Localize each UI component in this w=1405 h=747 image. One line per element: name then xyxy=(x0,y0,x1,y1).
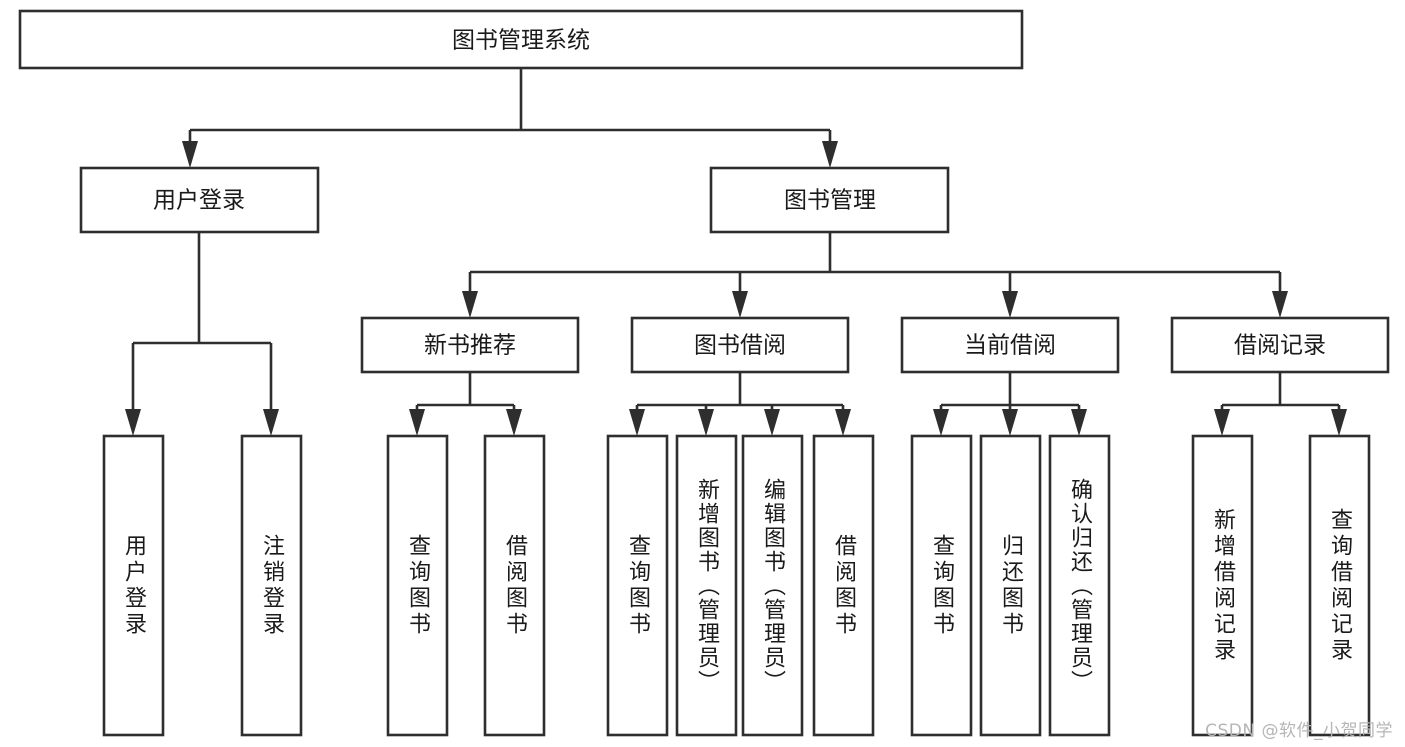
node-borrow-record-box[interactable] xyxy=(1170,316,1390,374)
node-leaf-query-book-current[interactable]: 查询图书 xyxy=(910,434,973,737)
node-leaf-add-borrow-record[interactable]: 新增借阅记录 xyxy=(1191,434,1254,737)
node-book-management[interactable]: 图书管理 xyxy=(709,166,950,234)
node-leaf-query-borrow-record-label: 查询借阅记录 xyxy=(1327,508,1353,664)
node-new-book-recommend[interactable]: 新书推荐 xyxy=(360,316,580,374)
arrowhead-borrow-record xyxy=(1272,291,1288,318)
node-leaf-add-book-admin[interactable]: 新增图书（管理员） xyxy=(675,434,738,737)
node-leaf-return-book-box[interactable] xyxy=(979,434,1042,737)
node-leaf-edit-book-admin-label: 编辑图书（管理员） xyxy=(760,478,786,694)
node-leaf-add-book-admin-label: 新增图书（管理员） xyxy=(694,478,720,694)
node-leaf-return-book-label: 归还图书 xyxy=(998,534,1024,638)
node-leaf-user-logout-box[interactable] xyxy=(240,434,303,737)
arrowhead-leaf-query-book-current xyxy=(933,409,949,436)
node-book-management-label: 图书管理 xyxy=(784,188,876,214)
node-leaf-add-book-admin-box[interactable] xyxy=(675,434,738,737)
csdn-watermark: CSDN @软件_小贺同学 xyxy=(1205,721,1393,741)
node-book-borrow-label: 图书借阅 xyxy=(694,333,786,359)
node-current-borrow-label: 当前借阅 xyxy=(964,333,1056,359)
arrowhead-leaf-return-book xyxy=(1002,409,1018,436)
node-root-label: 图书管理系统 xyxy=(452,28,590,54)
node-current-borrow-box[interactable] xyxy=(900,316,1120,374)
node-leaf-user-logout[interactable]: 注销登录 xyxy=(240,434,303,737)
arrowhead-leaf-edit-book-admin xyxy=(764,409,780,436)
node-new-book-recommend-label: 新书推荐 xyxy=(424,333,516,359)
node-leaf-query-book-borrow-box[interactable] xyxy=(606,434,669,737)
arrowhead-book-borrow xyxy=(732,291,748,318)
node-leaf-user-login-box[interactable] xyxy=(102,434,165,737)
arrowhead-leaf-borrow-book xyxy=(835,409,851,436)
node-leaf-borrow-book-label: 借阅图书 xyxy=(831,534,857,638)
node-leaf-user-login-label: 用户登录 xyxy=(121,534,147,638)
node-book-management-box[interactable] xyxy=(709,166,950,234)
node-leaf-query-book-borrow[interactable]: 查询图书 xyxy=(606,434,669,737)
node-leaf-add-borrow-record-label: 新增借阅记录 xyxy=(1210,508,1236,664)
node-borrow-record-label: 借阅记录 xyxy=(1234,333,1326,359)
node-leaf-query-book-rec[interactable]: 查询图书 xyxy=(386,434,449,737)
arrowhead-leaf-query-book-borrow xyxy=(629,409,645,436)
node-book-borrow[interactable]: 图书借阅 xyxy=(630,316,850,374)
node-new-book-recommend-box[interactable] xyxy=(360,316,580,374)
node-leaf-query-book-current-box[interactable] xyxy=(910,434,973,737)
node-leaf-add-borrow-record-box[interactable] xyxy=(1191,434,1254,737)
node-leaf-confirm-return-admin-label: 确认归还（管理员） xyxy=(1067,478,1093,694)
node-leaf-edit-book-admin-box[interactable] xyxy=(741,434,804,737)
arrowhead-new-book-recommend xyxy=(462,291,478,318)
node-leaf-borrow-book-rec-box[interactable] xyxy=(483,434,546,737)
node-user-login[interactable]: 用户登录 xyxy=(79,166,320,234)
node-user-login-label: 用户登录 xyxy=(153,188,245,214)
node-leaf-query-book-rec-box[interactable] xyxy=(386,434,449,737)
node-leaf-edit-book-admin[interactable]: 编辑图书（管理员） xyxy=(741,434,804,737)
arrowhead-leaf-query-borrow-record xyxy=(1331,409,1347,436)
node-user-login-box[interactable] xyxy=(79,166,320,234)
node-leaf-user-logout-label: 注销登录 xyxy=(259,534,285,638)
node-leaf-query-borrow-record-box[interactable] xyxy=(1308,434,1371,737)
node-leaf-query-book-current-label: 查询图书 xyxy=(929,534,955,638)
arrowhead-leaf-query-book-rec xyxy=(409,409,425,436)
node-leaf-confirm-return-admin[interactable]: 确认归还（管理员） xyxy=(1048,434,1111,737)
node-leaf-query-book-borrow-label: 查询图书 xyxy=(625,534,651,638)
arrowhead-leaf-user-logout xyxy=(263,409,279,436)
arrowhead-book-management xyxy=(822,141,838,168)
node-borrow-record[interactable]: 借阅记录 xyxy=(1170,316,1390,374)
node-leaf-borrow-book[interactable]: 借阅图书 xyxy=(812,434,875,737)
arrowhead-leaf-add-book-admin xyxy=(698,409,714,436)
node-leaf-borrow-book-rec-label: 借阅图书 xyxy=(502,534,528,638)
node-current-borrow[interactable]: 当前借阅 xyxy=(900,316,1120,374)
node-leaf-query-book-rec-label: 查询图书 xyxy=(405,534,431,638)
arrowhead-current-borrow xyxy=(1002,291,1018,318)
arrowhead-leaf-add-borrow-record xyxy=(1214,409,1230,436)
node-leaf-borrow-book-rec[interactable]: 借阅图书 xyxy=(483,434,546,737)
node-root-box[interactable] xyxy=(18,9,1024,70)
node-leaf-confirm-return-admin-box[interactable] xyxy=(1048,434,1111,737)
node-root[interactable]: 图书管理系统 xyxy=(18,9,1024,70)
connector-layer xyxy=(125,68,1347,436)
node-leaf-user-login[interactable]: 用户登录 xyxy=(102,434,165,737)
node-leaf-return-book[interactable]: 归还图书 xyxy=(979,434,1042,737)
arrowhead-leaf-confirm-return-admin xyxy=(1071,409,1087,436)
arrowhead-user-login xyxy=(182,141,198,168)
node-leaf-borrow-book-box[interactable] xyxy=(812,434,875,737)
node-leaf-query-borrow-record[interactable]: 查询借阅记录 xyxy=(1308,434,1371,737)
arrowhead-leaf-user-login xyxy=(125,409,141,436)
node-book-borrow-box[interactable] xyxy=(630,316,850,374)
arrowhead-leaf-borrow-book-rec xyxy=(506,409,522,436)
